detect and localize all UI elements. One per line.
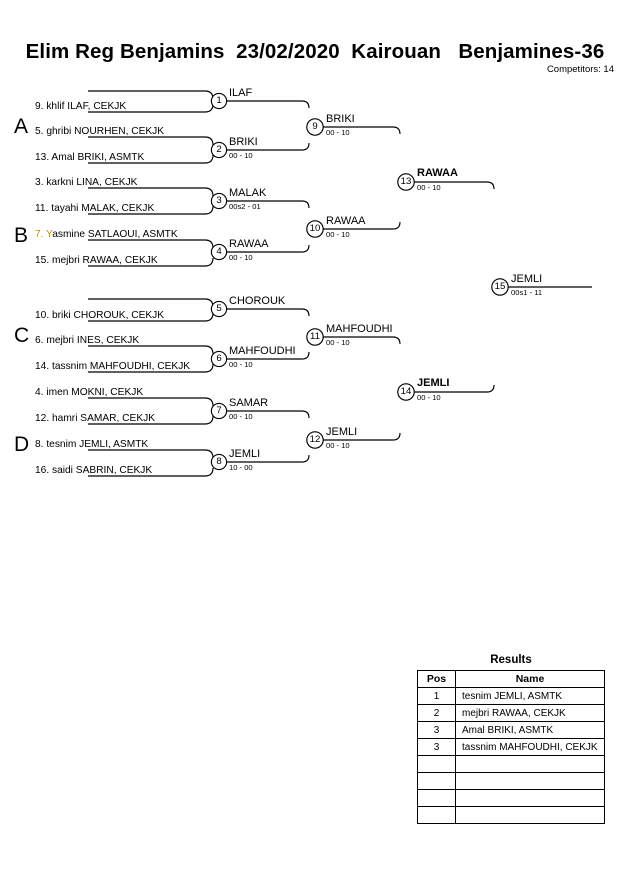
results-title: Results [490, 654, 532, 666]
match-number-1: 1 [216, 95, 222, 106]
match-winner-12: JEMLI [326, 426, 358, 438]
match-score-11: 00 - 10 [326, 338, 350, 347]
results-row-name: tesnim JEMLI, ASMTK [455, 687, 605, 705]
competitor-slot-12: 14. tassnim MAHFOUDHI, CEKJK [35, 361, 191, 372]
match-winner-5: CHOROUK [229, 295, 286, 307]
competitor-slot-15: 8. tesnim JEMLI, ASMTK [35, 439, 149, 450]
competitor-slot-7: 7. Yasmine SATLAOUI, ASMTK [35, 229, 178, 240]
competitor-slot-14: 12. hamri SAMAR, CEKJK [35, 413, 156, 424]
match-score-9: 00 - 10 [326, 128, 350, 137]
match-winner-3: MALAK [229, 187, 267, 199]
results-row-pos [417, 772, 456, 790]
results-col-pos: Pos [417, 670, 456, 688]
bracket-lines [88, 90, 592, 477]
competitor-slot-10: 10. briki CHOROUK, CEKJK [35, 310, 165, 321]
match-winner-1: ILAF [229, 87, 253, 99]
match-number-8: 8 [216, 456, 222, 467]
group-label-a: A [14, 115, 29, 138]
results-row-name [455, 772, 605, 790]
results-row-name: Amal BRIKI, ASMTK [455, 721, 605, 739]
competitor-slot-5: 3. karkni LINA, CEKJK [35, 177, 138, 188]
match-winner-13: RAWAA [417, 167, 458, 179]
competitor-slot-7-rest: asmine SATLAOUI, ASMTK [52, 229, 178, 240]
match-winner-8: JEMLI [229, 448, 261, 460]
competitor-slot-13: 4. imen MOKNI, CEKJK [35, 387, 144, 398]
group-label-d: D [14, 433, 30, 456]
group-label-b: B [14, 224, 29, 247]
competitor-slot-6: 11. tayahi MALAK, CEKJK [35, 203, 155, 214]
match-winner-4: RAWAA [229, 238, 269, 250]
match-winner-7: SAMAR [229, 397, 269, 409]
match-winner-6: MAHFOUDHI [229, 345, 296, 357]
match-number-13: 13 [400, 176, 412, 187]
results-row-pos [417, 806, 456, 824]
results-row-name: mejbri RAWAA, CEKJK [455, 704, 605, 722]
match-score-13: 00 - 10 [417, 183, 441, 192]
match-winner-14: JEMLI [417, 377, 450, 389]
match-number-12: 12 [309, 434, 321, 445]
match-score-4: 00 - 10 [229, 253, 253, 262]
competitor-slot-8: 15. mejbri RAWAA, CEKJK [35, 255, 158, 266]
match-number-10: 10 [309, 223, 321, 234]
match-number-4: 4 [216, 246, 222, 257]
match-number-11: 11 [310, 331, 320, 342]
results-header-row: Pos Name [417, 670, 605, 688]
match-number-9: 9 [312, 121, 318, 132]
competitor-slot-11: 6. mejbri INES, CEKJK [35, 335, 140, 346]
results-row-name: tassnim MAHFOUDHI, CEKJK [455, 738, 605, 756]
match-score-10: 00 - 10 [326, 230, 350, 239]
match-number-15: 15 [494, 281, 506, 292]
results-row-pos: 3 [417, 721, 456, 739]
results-row [417, 772, 605, 790]
match-score-14: 00 - 10 [417, 393, 441, 402]
results-row-pos: 3 [417, 738, 456, 756]
match-score-6: 00 - 10 [229, 360, 253, 369]
match-winner-10: RAWAA [326, 215, 366, 227]
match-score-8: 10 - 00 [229, 463, 253, 472]
results-row [417, 755, 605, 773]
results-row-name [455, 789, 605, 807]
match-winner-2: BRIKI [229, 136, 258, 148]
match-score-3: 00s2 - 01 [229, 202, 261, 211]
match-number-6: 6 [216, 353, 222, 364]
match-score-12: 00 - 10 [326, 441, 350, 450]
competitor-slot-3: 5. ghribi NOURHEN, CEKJK [35, 126, 165, 137]
match-winner-15: JEMLI [511, 273, 543, 285]
group-label-c: C [14, 324, 30, 347]
match-number-2: 2 [216, 144, 222, 155]
match-winner-11: MAHFOUDHI [326, 323, 393, 335]
competitors-count: Competitors: 14 [546, 64, 614, 75]
results-row-pos: 2 [417, 704, 456, 722]
results-row [417, 806, 605, 824]
match-score-15: 00s1 - 11 [511, 288, 543, 297]
match-score-2: 00 - 10 [229, 151, 253, 160]
results-col-name: Name [455, 670, 605, 688]
results-row-pos [417, 789, 456, 807]
tournament-bracket: A B C D 9. khlif ILAF, CEKJK 5. ghribi N… [14, 87, 592, 477]
competitor-slot-2: 9. khlif ILAF, CEKJK [35, 101, 127, 112]
competitor-slot-16: 16. saidi SABRIN, CEKJK [35, 465, 153, 476]
page-title: Elim Reg Benjamins 23/02/2020 Kairouan B… [25, 40, 605, 63]
match-winner-9: BRIKI [326, 113, 355, 125]
results-row [417, 789, 605, 807]
results-row-pos: 1 [417, 687, 456, 705]
match-number-5: 5 [216, 303, 222, 314]
results-row-name [455, 755, 605, 773]
results-row-pos [417, 755, 456, 773]
competitor-slot-4: 13. Amal BRIKI, ASMTK [35, 152, 145, 163]
match-number-14: 14 [400, 386, 412, 397]
results-row-name [455, 806, 605, 824]
highlight-letter: 7. Y [35, 229, 53, 240]
match-number-7: 7 [216, 405, 222, 416]
match-number-3: 3 [216, 195, 222, 206]
match-score-7: 00 - 10 [229, 412, 253, 421]
